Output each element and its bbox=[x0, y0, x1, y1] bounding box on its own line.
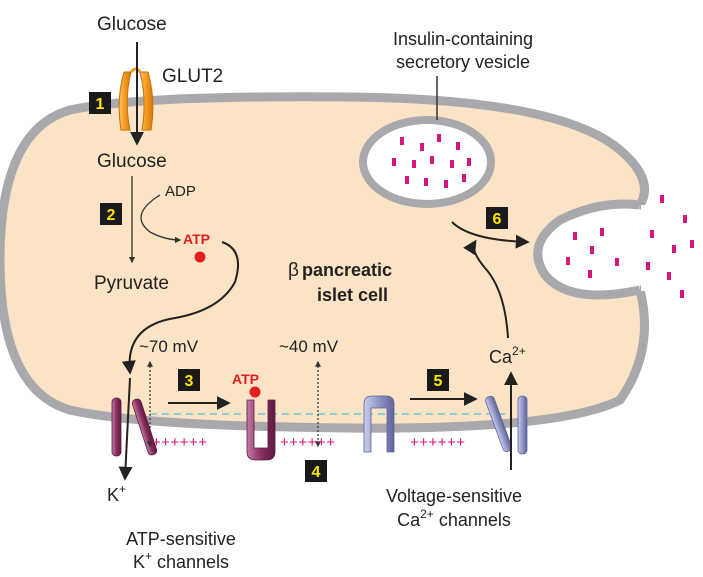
vsc-channel-label-line2: Ca2+ channels bbox=[397, 507, 511, 530]
vsc-channel-label-line1: Voltage-sensitive bbox=[386, 486, 522, 506]
svg-text:5: 5 bbox=[434, 373, 443, 390]
katp-channel-label-line1: ATP-sensitive bbox=[126, 529, 236, 549]
k-efflux-arrow bbox=[118, 377, 133, 481]
charges-left: ++++++ bbox=[152, 434, 208, 451]
ca-channel-closed bbox=[363, 395, 395, 453]
ca-label: Ca2+ bbox=[489, 344, 526, 367]
step-box-3: 3 bbox=[178, 369, 200, 391]
glut2-label: GLUT2 bbox=[162, 66, 223, 87]
exocytosis-arrow bbox=[451, 221, 530, 249]
svg-text:3: 3 bbox=[185, 373, 194, 390]
adp-to-atp-arrow bbox=[140, 194, 182, 244]
glucose-inside-label: Glucose bbox=[97, 151, 167, 172]
step-box-5: 5 bbox=[427, 369, 449, 391]
step-box-1: 1 bbox=[89, 92, 111, 114]
ca-to-exocytosis-arrow bbox=[463, 239, 509, 339]
step-box-4: 4 bbox=[305, 460, 327, 482]
released-insulin-granules bbox=[566, 195, 694, 298]
atp-label-2: ATP bbox=[232, 371, 259, 387]
adp-label: ADP bbox=[165, 183, 196, 200]
cell-label-line2: islet cell bbox=[317, 285, 388, 305]
charges-mid: ++++++ bbox=[280, 434, 336, 451]
step-box-6: 6 bbox=[486, 207, 508, 229]
insulin-vesicle bbox=[359, 116, 495, 208]
vesicle-label-line1: Insulin-containing bbox=[393, 29, 533, 49]
glut2-transporter bbox=[118, 67, 154, 131]
insulin-granules bbox=[392, 134, 471, 188]
katp-channel-label-line2: K+ channels bbox=[133, 549, 229, 572]
atp-dot-2 bbox=[249, 386, 261, 398]
atp-label-1: ATP bbox=[183, 231, 210, 247]
svg-text:6: 6 bbox=[493, 211, 502, 228]
k-atp-channel-open bbox=[111, 397, 158, 457]
cell-label-line1: pancreatic bbox=[302, 260, 392, 280]
vesicle-label-line2: secretory vesicle bbox=[396, 52, 530, 72]
atp-to-k-channel-arrow bbox=[121, 241, 239, 375]
pyruvate-label: Pyruvate bbox=[94, 273, 169, 294]
k-label: K+ bbox=[107, 482, 126, 505]
ca-channel-open bbox=[485, 395, 528, 455]
atp-dot-1 bbox=[194, 251, 206, 263]
glucose-outside-label: Glucose bbox=[97, 14, 167, 35]
mv40-label: ~40 mV bbox=[279, 337, 339, 356]
k-atp-channel-closed bbox=[246, 399, 276, 461]
charges-right: ++++++ bbox=[410, 434, 466, 451]
exocytosis-pocket bbox=[533, 199, 641, 300]
svg-text:4: 4 bbox=[312, 464, 321, 481]
mv70-label: ~70 mV bbox=[139, 337, 199, 356]
svg-text:1: 1 bbox=[96, 96, 105, 113]
step-box-2: 2 bbox=[100, 203, 122, 225]
cell-label-beta: β bbox=[288, 260, 299, 281]
svg-text:2: 2 bbox=[107, 207, 116, 224]
